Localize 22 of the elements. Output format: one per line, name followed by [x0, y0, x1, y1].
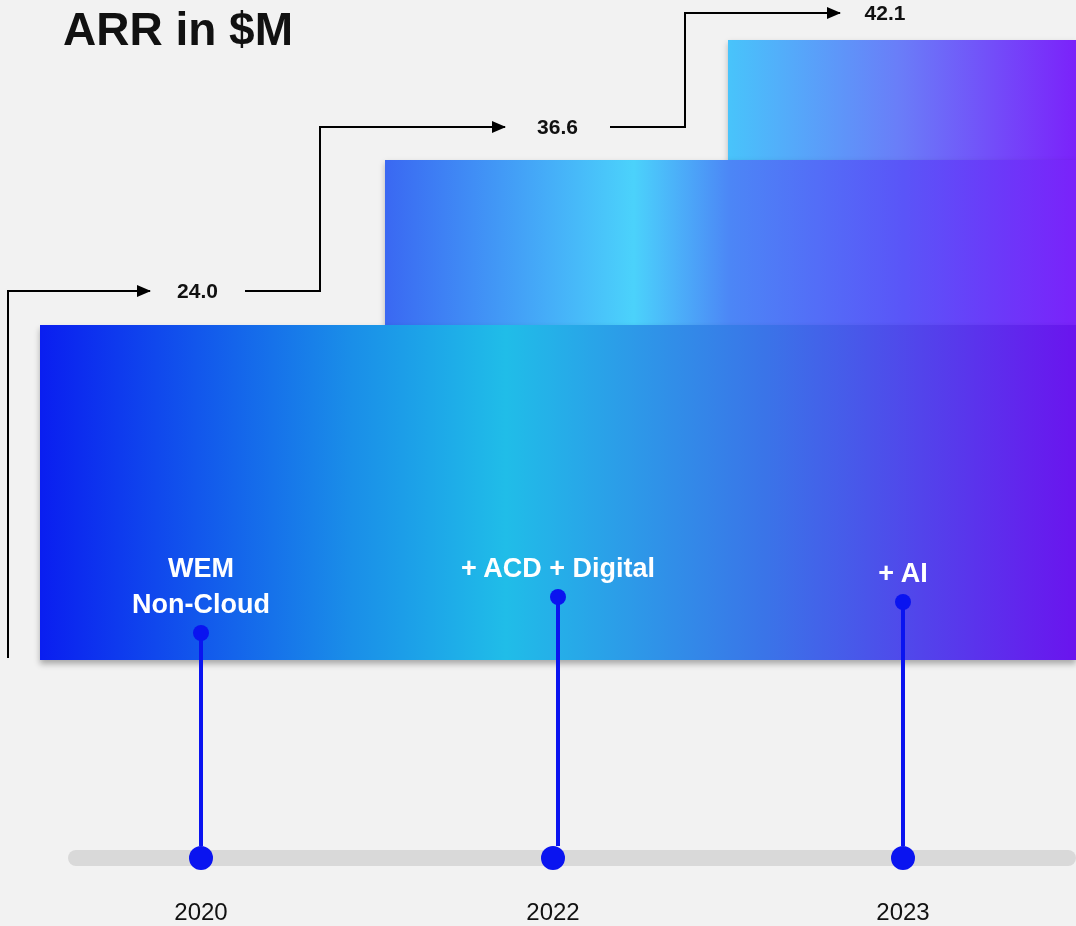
value-label: 36.6	[505, 114, 610, 140]
band-label: + AI	[843, 555, 963, 595]
timeline-dot	[891, 846, 915, 870]
gradient-band	[385, 160, 1076, 328]
lollipop-connector	[193, 625, 209, 846]
arrow	[7, 285, 151, 659]
value-label: 24.0	[150, 278, 245, 304]
band-label: + ACD + Digital	[418, 550, 698, 590]
lollipop-connector	[550, 589, 566, 846]
gradient-band	[728, 40, 1076, 162]
gradient-band	[40, 325, 1076, 660]
year-label: 2020	[173, 898, 229, 926]
year-label: 2023	[875, 898, 931, 926]
band-label: WEM Non-Cloud	[116, 550, 286, 626]
arrow	[609, 7, 841, 128]
lollipop-connector	[895, 594, 911, 846]
timeline-dot	[189, 846, 213, 870]
arrow	[244, 121, 506, 292]
value-label: 42.1	[840, 0, 930, 26]
year-label: 2022	[525, 898, 581, 926]
chart-title: ARR in $M	[63, 2, 293, 56]
timeline-dot	[541, 846, 565, 870]
